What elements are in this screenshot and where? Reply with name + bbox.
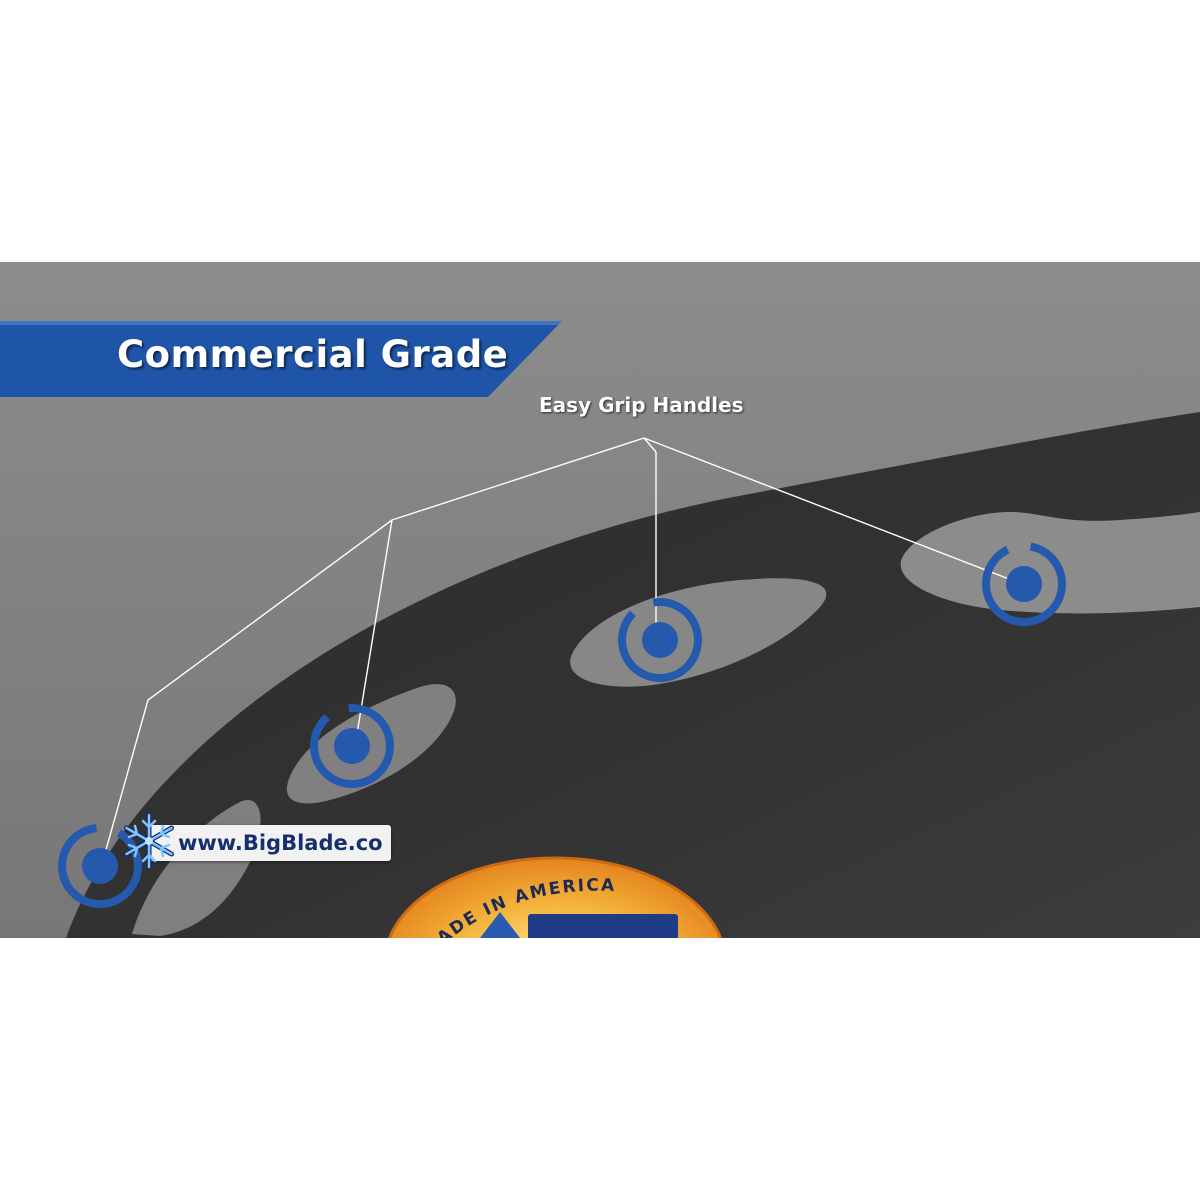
handle-marker (982, 542, 1066, 626)
callout-lines (101, 437, 1023, 865)
website-url: www.BigBlade.co (178, 831, 383, 855)
handle-marker (618, 598, 702, 682)
product-scene: MADE IN AMERICA (0, 262, 1200, 938)
handle-marker (57, 824, 142, 908)
easy-grip-handles-label: Easy Grip Handles (539, 393, 744, 417)
website-watermark: www.BigBlade.co (150, 825, 391, 861)
handle-cutout (900, 512, 1200, 614)
made-in-america-seal: MADE IN AMERICA (388, 856, 722, 938)
commercial-grade-banner (0, 321, 562, 397)
snowflake-icon (124, 812, 174, 870)
handle-marker (310, 704, 394, 789)
banner-title: Commercial Grade (117, 333, 509, 376)
